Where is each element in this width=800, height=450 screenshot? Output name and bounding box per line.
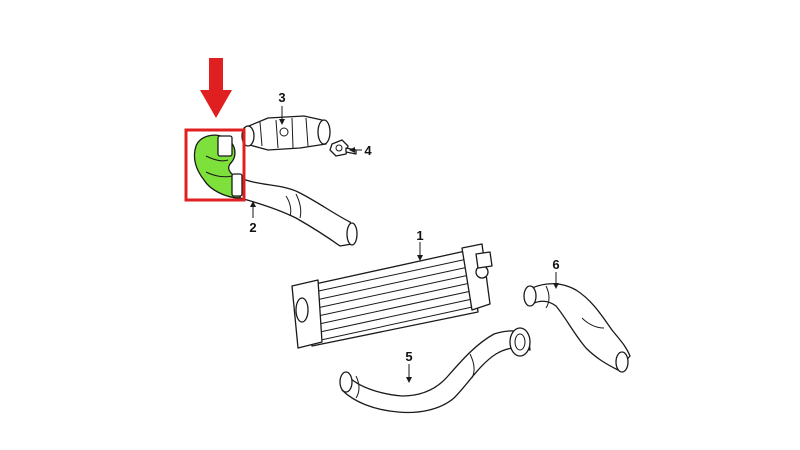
callout-3: 3: [278, 90, 285, 105]
callout-2: 2: [249, 220, 256, 235]
red-pointer-arrow-icon: [200, 58, 232, 118]
part-2-upper-hose: [193, 134, 358, 247]
callout-6: 6: [552, 257, 559, 272]
callout-5: 5: [405, 349, 412, 364]
highlight-box: [184, 128, 246, 202]
leader-lines: [250, 106, 559, 383]
part-5-lower-hose: [339, 327, 531, 414]
part-4-bolt: [329, 139, 357, 157]
part-3-outlet-pipe: [241, 115, 331, 151]
callout-4: 4: [364, 143, 372, 158]
part-6-right-hose: [523, 283, 631, 373]
callout-1: 1: [416, 228, 423, 243]
part-1-intercooler: [291, 243, 493, 349]
